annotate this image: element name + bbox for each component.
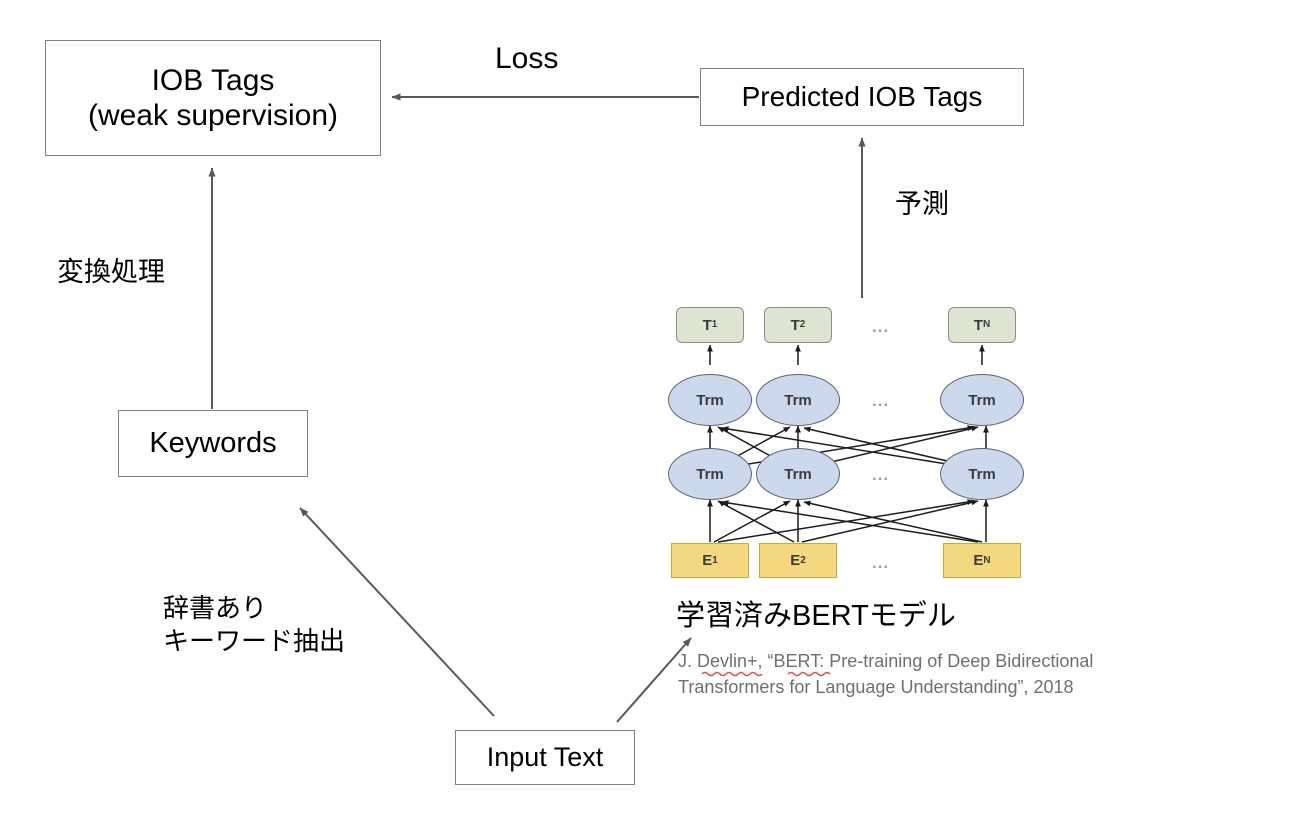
bert-transformer-layer2-col1: Trm: [668, 374, 752, 426]
bert-embedding-n-base: E: [973, 552, 984, 569]
bert-transformer-layer1-col1: Trm: [668, 448, 752, 500]
box-predicted-iob-tags-label: Predicted IOB Tags: [741, 81, 983, 113]
bert-transformer-layer1-col2: Trm: [756, 448, 840, 500]
bert-caption: 学習済みBERTモデル: [676, 600, 956, 632]
box-input-text-label: Input Text: [486, 741, 604, 772]
bert-embedding-ellipsis: ...: [872, 553, 890, 572]
bert-transformer-layer2-col2: Trm: [756, 374, 840, 426]
box-keywords[interactable]: Keywords: [118, 410, 308, 477]
bert-embedding-2-base: E: [790, 552, 801, 569]
box-input-text[interactable]: Input Text: [455, 730, 635, 785]
bert-embedding-1-base: E: [702, 552, 713, 569]
label-prediction: 予測: [895, 189, 949, 219]
bert-output-ellipsis: ...: [872, 317, 890, 336]
bert-output-token-n-base: T: [973, 316, 983, 334]
box-iob-tags[interactable]: IOB Tags (weak supervision): [45, 40, 381, 156]
box-predicted-iob-tags[interactable]: Predicted IOB Tags: [700, 68, 1024, 126]
bert-transformer-layer2-ellipsis: ...: [872, 391, 890, 410]
bert-output-token-1-base: T: [702, 316, 712, 334]
label-conversion-process: 変換処理: [57, 257, 165, 287]
label-keyword-extraction-line1: 辞書あり: [163, 593, 268, 623]
bert-transformer-layer1-ellipsis: ...: [872, 465, 890, 484]
bert-transformer-layer1-coln: Trm: [940, 448, 1024, 500]
bert-output-token-2-base: T: [790, 316, 800, 334]
box-iob-tags-line1: IOB Tags: [151, 63, 275, 97]
bert-transformer-layer2-coln: Trm: [940, 374, 1024, 426]
label-keyword-extraction: 辞書あり キーワード抽出: [163, 592, 345, 657]
box-iob-tags-line2: (weak supervision): [87, 99, 339, 132]
label-loss: Loss: [495, 42, 559, 75]
box-keywords-label: Keywords: [149, 427, 277, 460]
bert-citation: J. Devlin+, “BERT: Pre-training of Deep …: [678, 651, 1094, 698]
label-keyword-extraction-line2: キーワード抽出: [163, 625, 346, 656]
